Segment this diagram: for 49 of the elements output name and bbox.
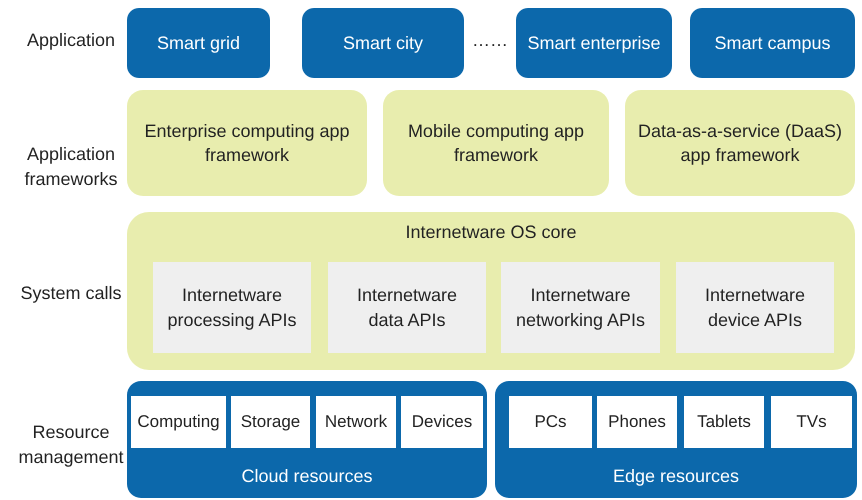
api-box — [153, 262, 311, 353]
box-label: Tablets — [697, 410, 751, 433]
resource-box — [401, 396, 483, 448]
framework-box — [127, 90, 367, 196]
resource-box — [597, 396, 677, 448]
layer-label: Application — [26, 29, 116, 52]
box-label: TVs — [796, 410, 827, 433]
box-label: Enterprise computing app framework — [143, 120, 351, 167]
application-box — [516, 8, 672, 78]
panel-title: Edge resources — [612, 464, 740, 488]
box-label: Network — [324, 410, 388, 433]
application-box — [127, 8, 270, 78]
os-core-panel — [127, 212, 855, 370]
box-label: Data-as-a-service (DaaS) app framework — [636, 120, 844, 167]
resource-box — [231, 396, 310, 448]
box-label: Internetware device APIs — [704, 284, 806, 332]
box-label: Internetware processing APIs — [166, 284, 298, 332]
box-label: Internetware networking APIs — [514, 284, 646, 332]
api-box — [676, 262, 834, 353]
box-label: PCs — [534, 410, 567, 433]
resource-box — [131, 396, 226, 448]
resource-box — [509, 396, 592, 448]
box-label: Storage — [240, 410, 300, 433]
resource-box — [771, 396, 852, 448]
box-label: Computing — [137, 410, 220, 433]
api-box — [328, 262, 486, 353]
layer-label: Resource management — [17, 421, 125, 470]
application-box — [690, 8, 855, 78]
panel-title: Internetware OS core — [405, 221, 577, 244]
framework-box — [383, 90, 609, 196]
framework-box — [625, 90, 855, 196]
box-label: Smart city — [342, 32, 423, 55]
application-box — [302, 8, 464, 78]
resource-box — [684, 396, 764, 448]
layer-label: Application frameworks — [23, 143, 118, 192]
resource-box — [316, 396, 396, 448]
box-label: Smart grid — [156, 32, 240, 55]
api-box — [501, 262, 660, 353]
layer-label: System calls — [19, 282, 123, 305]
box-label: Phones — [608, 410, 666, 433]
ellipsis: …… — [471, 29, 509, 52]
box-label: Mobile computing app framework — [406, 120, 586, 167]
panel-title: Cloud resources — [241, 464, 373, 488]
resource-panel — [495, 381, 857, 498]
box-label: Devices — [412, 410, 472, 433]
resource-panel — [127, 381, 487, 498]
box-label: Smart campus — [714, 32, 831, 55]
box-label: Smart enterprise — [527, 32, 661, 55]
box-label: Internetware data APIs — [356, 284, 458, 332]
